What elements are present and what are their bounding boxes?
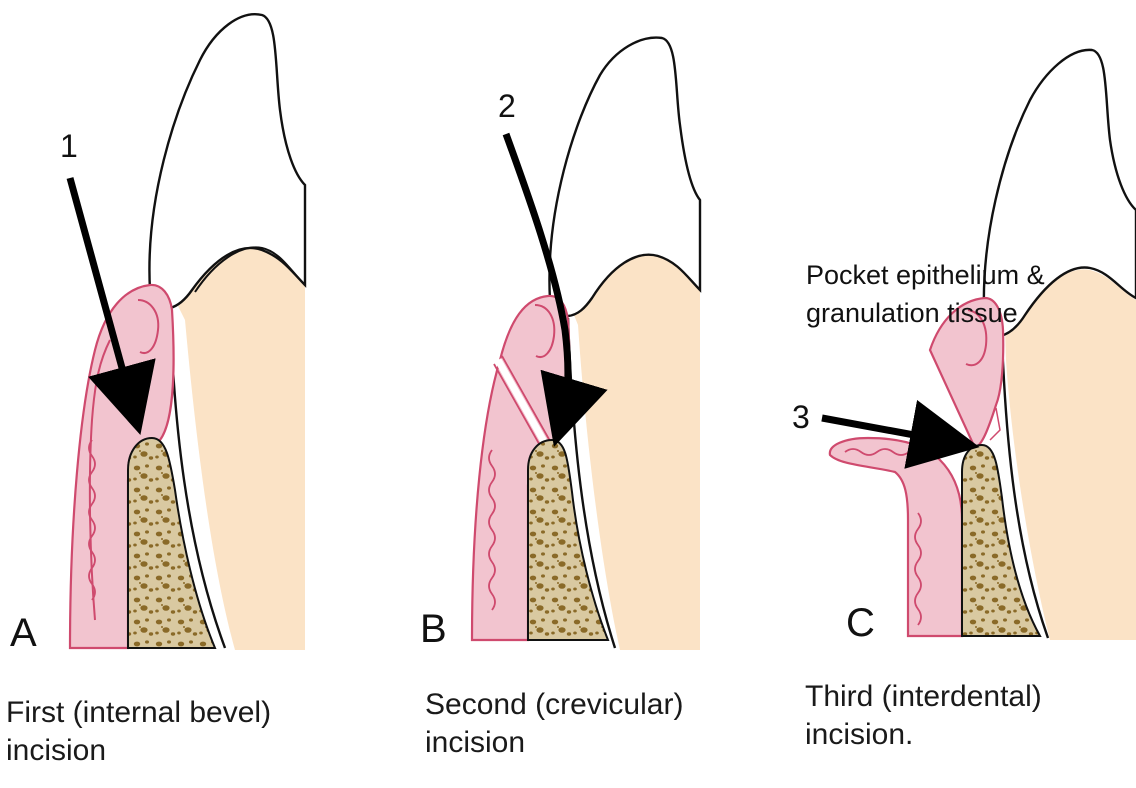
- alveolar-bone-a: [127, 436, 217, 649]
- arrow-1: [66, 177, 156, 436]
- tooth-c: [982, 48, 1136, 338]
- tooth-a: [148, 13, 307, 310]
- caption-b: Second (crevicular) incision: [425, 686, 683, 762]
- caption-c: Third (interdental) incision.: [805, 678, 1042, 754]
- annotation-line2: granulation tissue: [806, 298, 1018, 328]
- panel-c: 3 C Pocket epithelium & granulation tiss…: [792, 48, 1136, 645]
- caption-c-line1: Third (interdental): [805, 680, 1042, 713]
- caption-c-line2: incision.: [805, 718, 914, 751]
- gingival-flap-c: [828, 436, 964, 638]
- panel-c-number: 3: [792, 399, 810, 435]
- periodontal-ligament-b: [570, 252, 700, 650]
- panel-b-number: 2: [498, 88, 516, 124]
- annotation-line1: Pocket epithelium &: [806, 260, 1045, 290]
- caption-a: First (internal bevel) incision: [6, 694, 271, 770]
- panel-a-number: 1: [60, 128, 78, 164]
- panel-b-letter: B: [420, 607, 447, 651]
- arrow-3: [821, 399, 980, 469]
- panel-a-letter: A: [10, 611, 37, 655]
- caption-b-line2: incision: [425, 726, 526, 759]
- arrow-2: [502, 132, 608, 447]
- tooth-b: [548, 36, 702, 318]
- panel-c-letter: C: [846, 601, 875, 645]
- root-surface-c: [1000, 339, 1050, 639]
- periodontal-ligament-a: [175, 247, 305, 650]
- caption-a-line1: First (internal bevel): [6, 696, 272, 729]
- pocket-epithelium-wedge: [928, 296, 1005, 450]
- alveolar-bone-b: [527, 438, 610, 641]
- caption-a-line2: incision: [6, 734, 107, 767]
- panel-a: 1 A: [10, 13, 307, 655]
- panel-b: 2 B: [420, 36, 702, 651]
- caption-b-line1: Second (crevicular): [425, 688, 684, 721]
- incision-gap-b: [494, 358, 550, 447]
- periodontal-ligament-c: [1005, 269, 1136, 640]
